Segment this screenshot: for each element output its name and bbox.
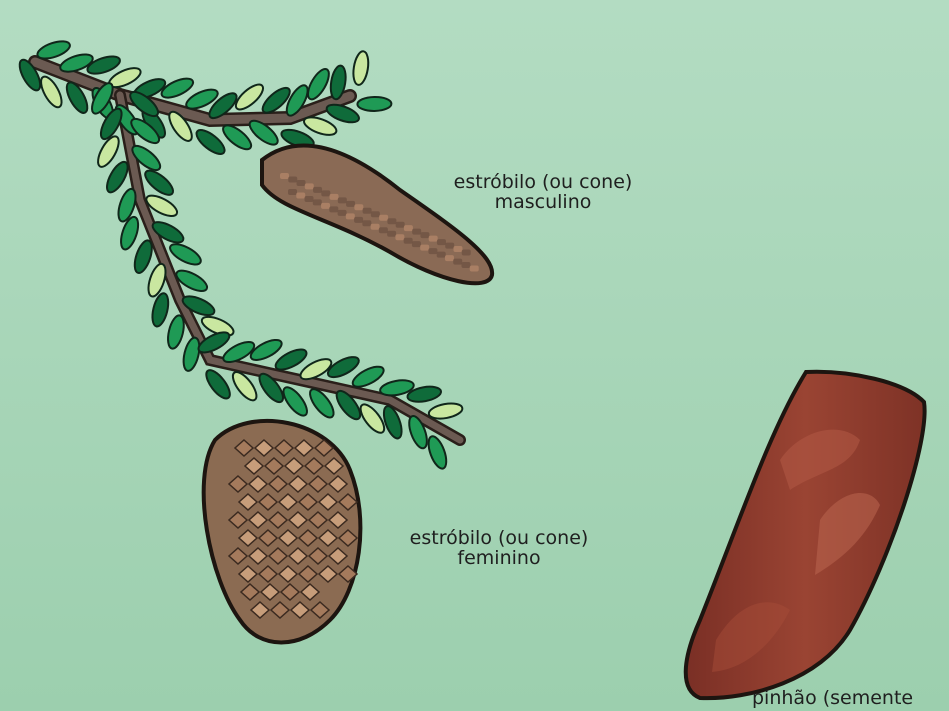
cone-scale xyxy=(445,243,454,249)
cone-scale xyxy=(296,192,305,198)
cone-scale xyxy=(329,206,338,212)
cone-scale xyxy=(387,231,396,237)
cone-scale xyxy=(429,236,438,242)
female-cone-label: estróbilo (ou cone) feminino xyxy=(384,528,614,568)
cone-scale xyxy=(379,227,388,233)
cone-scale xyxy=(453,246,462,252)
cone-scale xyxy=(313,199,322,205)
cone-scale xyxy=(404,238,413,244)
cone-scale xyxy=(321,190,330,196)
female-cone-label-line2: feminino xyxy=(384,548,614,568)
cone-scale xyxy=(379,215,388,221)
cone-scale xyxy=(462,250,471,256)
cone-scale xyxy=(354,217,363,223)
cone-scale xyxy=(354,204,363,210)
cone-scale xyxy=(371,224,380,230)
cone-scale xyxy=(395,234,404,240)
cone-scale xyxy=(470,266,479,272)
cone-scale xyxy=(346,213,355,219)
cone-scale xyxy=(338,210,347,216)
cone-scale xyxy=(362,220,371,226)
female-cone-label-line1: estróbilo (ou cone) xyxy=(384,528,614,548)
cone-scale xyxy=(297,180,306,186)
male-cone-label: estróbilo (ou cone) masculino xyxy=(428,172,658,212)
male-cone-label-line1: estróbilo (ou cone) xyxy=(428,172,658,192)
cone-scale xyxy=(338,197,347,203)
cone-scale xyxy=(313,187,322,193)
leaf xyxy=(357,97,391,112)
cone-scale xyxy=(453,259,462,265)
cone-scale xyxy=(305,196,314,202)
cone-scale xyxy=(437,239,446,245)
cone-scale xyxy=(420,245,429,251)
cone-scale xyxy=(371,211,380,217)
cone-scale xyxy=(330,194,339,200)
cone-scale xyxy=(288,176,297,182)
cone-scale xyxy=(445,255,454,261)
male-cone-label-line2: masculino xyxy=(428,192,658,212)
cone-scale xyxy=(288,189,297,195)
cone-scale xyxy=(346,201,355,207)
cone-scale xyxy=(428,248,437,254)
cone-scale xyxy=(396,222,405,228)
cone-scale xyxy=(420,232,429,238)
cone-scale xyxy=(412,241,421,247)
cone-scale xyxy=(280,173,289,179)
cone-scale xyxy=(404,225,413,231)
cone-scale xyxy=(305,183,314,189)
cone-scale xyxy=(321,203,330,209)
cone-scale xyxy=(412,229,421,235)
cone-scale xyxy=(461,262,470,268)
cone-scale xyxy=(437,252,446,258)
seed-label: pinhão (semente xyxy=(752,688,913,708)
cone-scale xyxy=(363,208,372,214)
seed-label-text: pinhão (semente xyxy=(752,688,913,708)
cone-scale xyxy=(387,218,396,224)
